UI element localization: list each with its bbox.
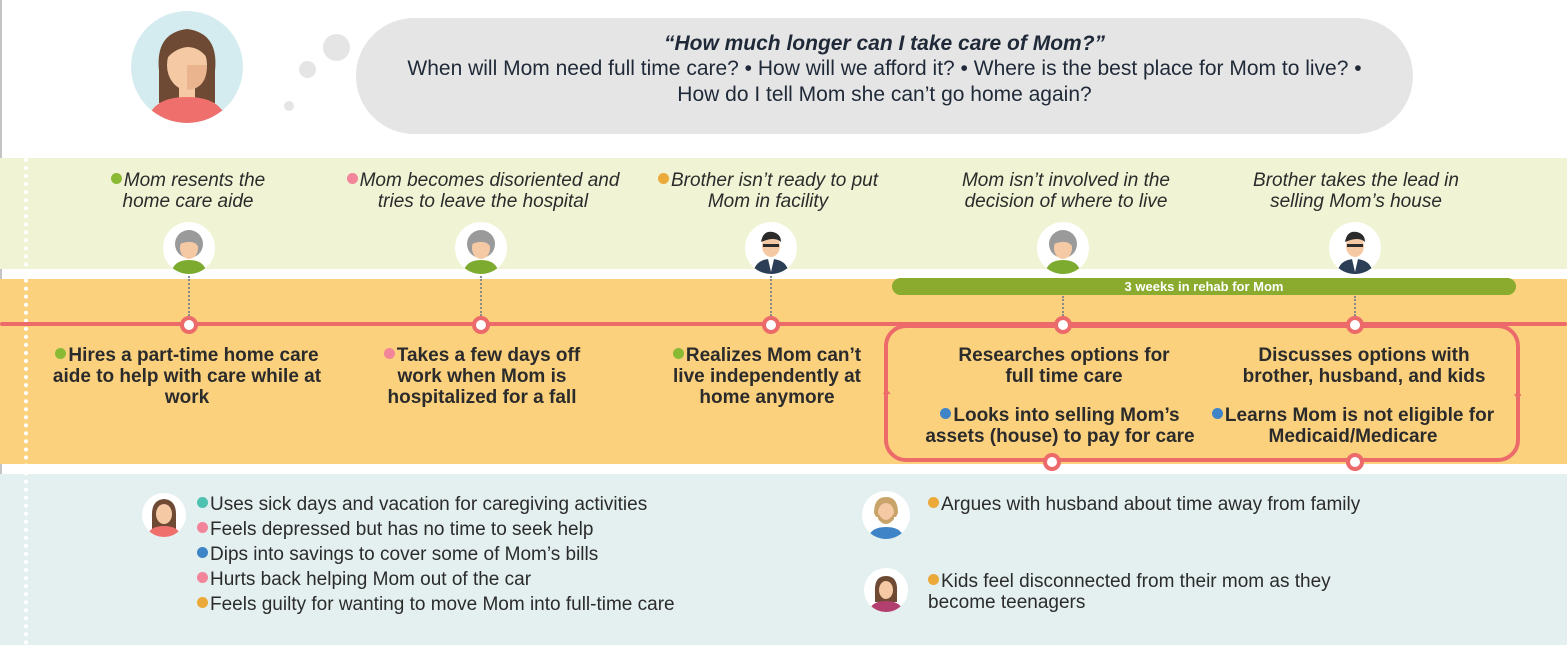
action-item: Discusses options with brother, husband,…: [1236, 345, 1492, 387]
impact-text: Hurts back helping Mom out of the car: [210, 569, 532, 590]
emotion-item: Mom resents the home care aide: [88, 170, 288, 212]
decision-loop: [884, 324, 1520, 462]
impact-text: Uses sick days and vacation for caregivi…: [210, 494, 648, 515]
kid-icon: [864, 568, 908, 612]
pink-dot-icon: [383, 348, 395, 359]
orange-dot-icon: [928, 497, 939, 508]
connector-line: [1354, 296, 1356, 316]
teal-dot-icon: [197, 497, 208, 508]
emotion-text: Mom becomes disoriented and tries to lea…: [359, 170, 620, 212]
caregiver-avatar: [131, 11, 243, 123]
action-text: Discusses options with brother, husband,…: [1242, 345, 1486, 387]
blue-dot-icon: [940, 408, 952, 419]
orange-dot-icon: [928, 574, 939, 585]
timeline-node: [762, 316, 780, 334]
connector-line: [480, 276, 482, 316]
action-item: Looks into selling Mom’s assets (house) …: [910, 405, 1210, 447]
blue-dot-icon: [1211, 408, 1223, 419]
pink-dot-icon: [346, 173, 358, 184]
impact-text: Feels guilty for wanting to move Mom int…: [210, 594, 675, 615]
thought-bubble: “How much longer can I take care of Mom?…: [356, 18, 1413, 134]
impact-item: Kids feel disconnected from their mom as…: [928, 571, 1398, 613]
impact-text: Dips into savings to cover some of Mom’s…: [210, 544, 599, 565]
green-dot-icon: [672, 348, 684, 359]
emotion-text: Mom resents the home care aide: [122, 170, 266, 212]
pink-dot-icon: [197, 572, 208, 583]
thought-dot-small: [284, 101, 294, 111]
timeline-node: [1346, 453, 1364, 471]
thought-dot-large: [323, 34, 350, 61]
mom-icon: [163, 222, 215, 274]
action-text: Learns Mom is not eligible for Medicaid/…: [1224, 405, 1495, 447]
connector-line: [1062, 296, 1064, 316]
action-item: Hires a part-time home care aide to help…: [52, 345, 322, 408]
bubble-quote: “How much longer can I take care of Mom?…: [663, 32, 1106, 55]
emotion-item: Mom isn’t involved in the decision of wh…: [936, 170, 1196, 212]
rehab-duration-bar: 3 weeks in rehab for Mom: [892, 278, 1516, 295]
action-text: Researches options for full time care: [958, 345, 1170, 387]
emotion-item: Brother takes the lead in selling Mom’s …: [1228, 170, 1484, 212]
husband-icon: [862, 491, 910, 539]
thought-dot-medium: [299, 61, 316, 78]
impact-text: Kids feel disconnected from their mom as…: [928, 571, 1331, 613]
emotion-item: Mom becomes disoriented and tries to lea…: [328, 170, 638, 212]
connector-line: [770, 276, 772, 316]
action-band: [0, 279, 1567, 464]
impact-band: [0, 474, 1567, 645]
action-item: Realizes Mom can’t live independently at…: [656, 345, 878, 408]
impact-item: Feels guilty for wanting to move Mom int…: [197, 592, 675, 617]
emotion-item: Brother isn’t ready to put Mom in facili…: [648, 170, 888, 212]
down-arrow-icon: ⌄: [1511, 385, 1525, 402]
action-item: Researches options for full time care: [952, 345, 1176, 387]
up-arrow-icon: ⌃: [880, 389, 894, 406]
impact-item: Hurts back helping Mom out of the car: [197, 567, 675, 592]
brother-icon: [1329, 222, 1381, 274]
bubble-questions: When will Mom need full time care? • How…: [407, 57, 1362, 106]
impact-text: Feels depressed but has no time to seek …: [210, 519, 594, 540]
impact-item: Uses sick days and vacation for caregivi…: [197, 492, 675, 517]
mom-icon: [1037, 222, 1089, 274]
emotion-text: Brother isn’t ready to put Mom in facili…: [671, 170, 878, 212]
connector-line: [188, 276, 190, 316]
action-text: Hires a part-time home care aide to help…: [52, 345, 322, 408]
impact-text: Argues with husband about time away from…: [941, 494, 1361, 515]
timeline-node: [1054, 316, 1072, 334]
brother-icon: [745, 222, 797, 274]
action-text: Looks into selling Mom’s assets (house) …: [925, 405, 1195, 447]
action-item: Learns Mom is not eligible for Medicaid/…: [1208, 405, 1498, 447]
action-text: Realizes Mom can’t live independently at…: [673, 345, 862, 408]
action-item: Takes a few days off work when Mom is ho…: [362, 345, 602, 408]
timeline-line: [0, 322, 1567, 326]
mom-icon: [455, 222, 507, 274]
timeline-node: [472, 316, 490, 334]
blue-dot-icon: [197, 547, 208, 558]
action-text: Takes a few days off work when Mom is ho…: [387, 345, 581, 408]
pink-dot-icon: [197, 522, 208, 533]
caregiver-small-icon: [142, 493, 186, 537]
caregiver-impact-list: Uses sick days and vacation for caregivi…: [197, 492, 675, 617]
green-dot-icon: [110, 173, 122, 184]
orange-dot-icon: [197, 597, 208, 608]
timeline-node: [1346, 316, 1364, 334]
timeline-node: [180, 316, 198, 334]
timeline-node: [1043, 453, 1061, 471]
orange-dot-icon: [658, 173, 669, 184]
emotion-text: Brother takes the lead in selling Mom’s …: [1253, 170, 1459, 212]
emotion-text: Mom isn’t involved in the decision of wh…: [961, 170, 1171, 212]
impact-item: Dips into savings to cover some of Mom’s…: [197, 542, 675, 567]
impact-item: Feels depressed but has no time to seek …: [197, 517, 675, 542]
left-dotted-divider: [24, 158, 28, 645]
green-dot-icon: [55, 348, 67, 359]
impact-item: Argues with husband about time away from…: [928, 494, 1360, 515]
